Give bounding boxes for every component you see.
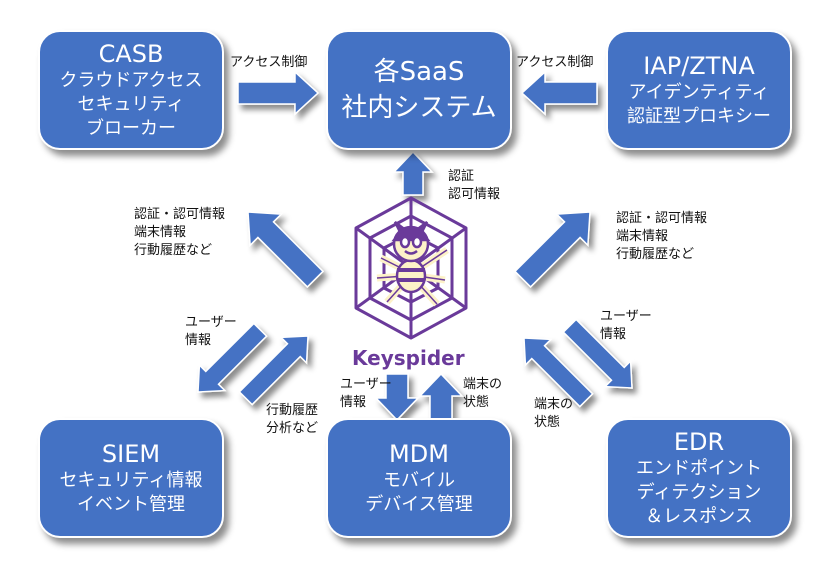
label-mdm-keyspider: 端末の 状態 [463,377,503,410]
label-siem-keyspider: 行動履歴 分析など [266,403,319,436]
iap-title: IAP/ZTNA [643,52,755,80]
label-keyspider-iap: 認証・認可情報 端末情報 行動履歴など [616,211,708,262]
spider-web-mascot-icon [354,196,468,340]
iap-box: IAP/ZTNA アイデンティティ 認証型プロキシー [606,30,792,150]
label-keyspider-casb: 認証・認可情報 端末情報 行動履歴など [134,207,226,258]
siem-line: セキュリティ情報 [59,470,203,491]
casb-line: セキュリティ [77,94,185,115]
arrow-siem-to-keyspider [238,335,309,406]
edr-line: ＆レスポンス [645,506,753,527]
iap-line: アイデンティティ [628,82,770,103]
keyspider-logo-text: Keyspider [352,346,465,370]
arrow-keyspider-to-mdm [374,373,420,422]
casb-line: ブローカー [86,118,176,139]
casb-title: CASB [98,40,164,68]
mdm-line: デバイス管理 [365,494,473,515]
label-casb-saas: アクセス制御 [230,55,308,70]
saas-line: 社内システム [341,93,497,123]
arrow-keyspider-to-siem [197,322,268,393]
casb-box: CASB クラウドアクセス セキュリティ ブローカー [38,30,224,150]
edr-line: エンドポイント [636,458,762,479]
edr-box: EDR エンドポイント ディテクション ＆レスポンス [606,418,792,538]
arrow-keyspider-to-saas [392,150,434,196]
iap-line: 認証型プロキシー [627,106,771,127]
label-keyspider-siem: ユーザー 情報 [185,315,237,348]
arrow-mdm-to-keyspider [418,372,464,421]
label-edr-keyspider: 端末の 状態 [534,397,574,430]
arrow-keyspider-to-edr [562,318,633,389]
mdm-title: MDM [389,440,449,468]
label-keyspider-saas: 認証 認可情報 [448,169,501,202]
saas-box: 各SaaS 社内システム [326,30,512,150]
label-keyspider-mdm: ユーザー 情報 [340,377,392,410]
label-keyspider-edr: ユーザー 情報 [600,309,652,342]
arrow-keyspider-to-iap [513,211,591,289]
saas-title: 各SaaS [373,57,465,87]
arrow-iap-to-saas [520,70,598,116]
mdm-box: MDM モバイル デバイス管理 [326,418,512,538]
arrow-casb-to-saas [237,70,320,116]
mdm-line: モバイル [383,470,455,491]
siem-box: SIEM セキュリティ情報 イベント管理 [38,418,224,538]
casb-line: クラウドアクセス [59,70,203,91]
siem-title: SIEM [101,440,161,468]
arrow-edr-to-keyspider [523,337,594,408]
arrow-keyspider-to-casb [247,211,325,289]
edr-line: ディテクション [636,482,762,503]
label-iap-saas: アクセス制御 [516,55,594,70]
edr-title: EDR [673,428,725,456]
siem-line: イベント管理 [77,494,185,515]
